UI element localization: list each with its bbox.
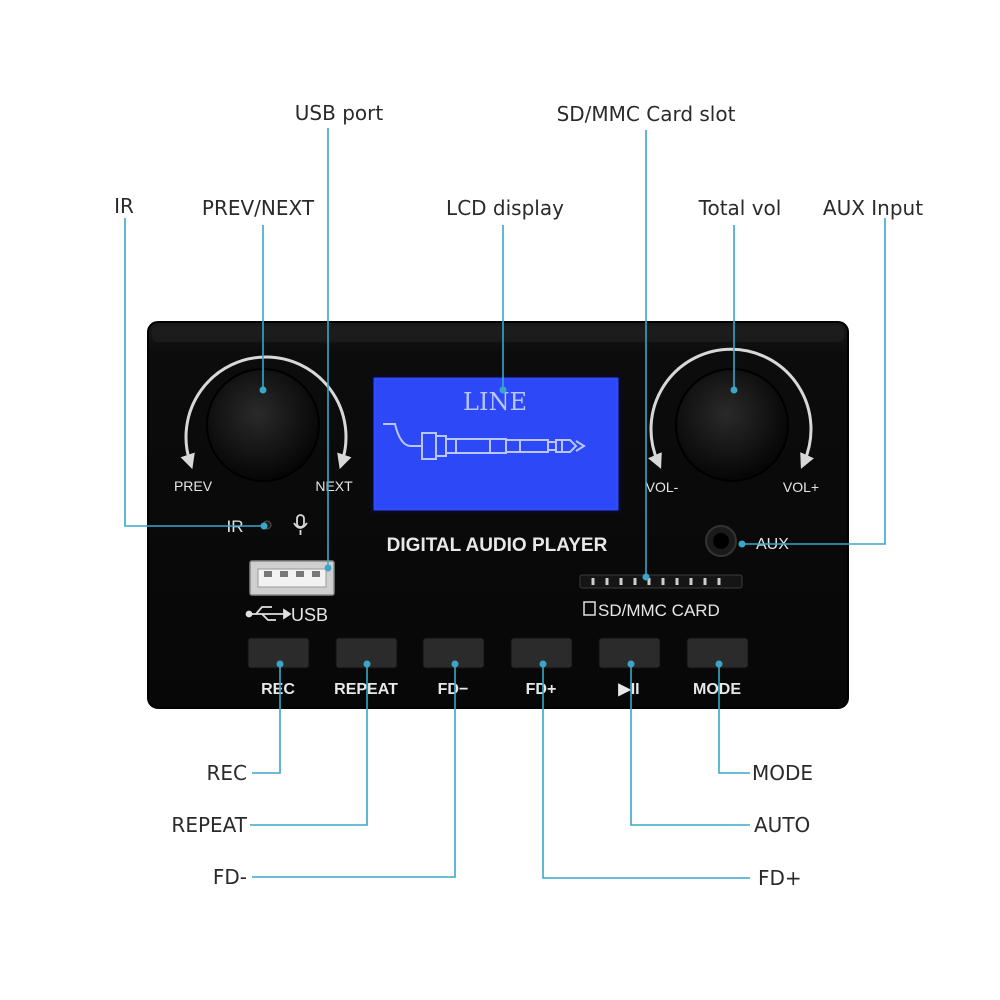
lcd-text: LINE [463, 388, 527, 416]
vol-minus-label: VOL- [646, 479, 679, 495]
arc-arrow-icon [648, 347, 814, 469]
callout-usb-port: USB port [295, 101, 384, 125]
sd-card-icon [583, 601, 596, 616]
callout-fd-minus: FD- [213, 865, 247, 889]
leader-repeat [250, 664, 368, 826]
sd-panel-label: SD/MMC CARD [598, 601, 720, 620]
leader-aux [742, 218, 886, 545]
play-pause-icon: ▶II [617, 681, 639, 698]
callout-ir: IR [114, 194, 134, 218]
callout-sd-slot: SD/MMC Card slot [557, 102, 736, 126]
usb-symbol-icon [245, 606, 292, 621]
next-label: NEXT [315, 478, 353, 494]
panel-title: DIGITAL AUDIO PLAYER [387, 535, 608, 556]
button-fd-minus[interactable]: FD− [422, 637, 485, 698]
callout-total-vol: Total vol [698, 196, 782, 220]
audio-jack-plug-icon [383, 423, 586, 460]
prev-label: PREV [174, 478, 213, 494]
button-mode[interactable]: MODE [686, 637, 749, 698]
leader-lines [124, 128, 886, 879]
aux-jack[interactable] [705, 525, 737, 557]
leader-fd-minus [252, 664, 456, 878]
callout-lcd-display: LCD display [446, 196, 564, 220]
leader-rec [252, 664, 281, 774]
callout-auto: AUTO [754, 813, 810, 837]
arc-arrow-icon [180, 355, 352, 470]
prev-next-knob[interactable]: PREV NEXT [174, 355, 353, 494]
button-label: FD+ [526, 681, 557, 698]
callout-mode: MODE [752, 761, 813, 785]
button-label: REPEAT [334, 681, 398, 698]
leader-mode [718, 664, 750, 774]
vol-plus-label: VOL+ [783, 479, 819, 495]
button-repeat[interactable]: REPEAT [334, 637, 398, 698]
microphone-icon [293, 514, 308, 535]
usb-port[interactable] [249, 560, 335, 596]
button-rec[interactable]: REC [247, 637, 310, 698]
sd-card-slot[interactable] [579, 574, 743, 589]
callout-repeat: REPEAT [171, 813, 247, 837]
button-label: REC [261, 681, 295, 698]
callout-aux-input: AUX Input [823, 196, 923, 220]
button-fd-plus[interactable]: FD+ [510, 637, 573, 698]
callout-fd-plus: FD+ [758, 866, 802, 890]
usb-panel-label: USB [291, 605, 328, 625]
callout-rec: REC [207, 761, 248, 785]
button-label: MODE [693, 681, 741, 698]
volume-knob[interactable]: VOL- VOL+ [646, 347, 819, 495]
leader-auto [630, 664, 750, 826]
callout-prev-next: PREV/NEXT [202, 196, 315, 220]
button-play-pause[interactable]: ▶II [598, 637, 661, 698]
player-panel [147, 321, 849, 709]
leader-fd-plus [542, 664, 750, 879]
lcd-display: LINE [370, 374, 622, 514]
button-label: FD− [438, 681, 469, 698]
leader-ir [124, 218, 264, 527]
